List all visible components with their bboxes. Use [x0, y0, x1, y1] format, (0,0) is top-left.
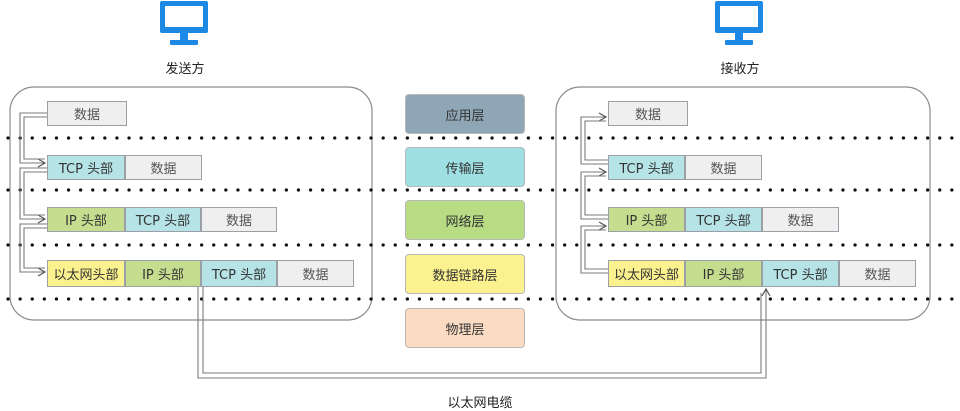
receiver-label: 接收方: [720, 62, 760, 77]
cable-line-inner: [202, 287, 762, 374]
decap-arrow-1-inner: [584, 120, 608, 161]
decap-arrow-3-inner: [584, 229, 608, 270]
layer-physical: 物理层: [405, 308, 525, 348]
sender-network-data: 数据: [201, 207, 277, 232]
encap-arrow-3-inner: [23, 227, 47, 269]
sender-app-data: 数据: [47, 101, 127, 126]
cable-label: 以太网电缆: [447, 396, 513, 411]
encap-arrow-3: [19, 223, 47, 277]
receiver-frame: [555, 86, 931, 321]
sender-link-tcp-header: TCP 头部: [201, 260, 277, 287]
receiver-transport-tcp-header: TCP 头部: [608, 155, 685, 180]
decap-arrow-2-inner: [584, 175, 608, 216]
sender-link-eth-header: 以太网头部: [47, 260, 125, 287]
sender-monitor-icon: [160, 1, 208, 45]
sender-frame: [9, 86, 373, 321]
encap-arrow-1: [19, 112, 47, 168]
receiver-link-data: 数据: [839, 260, 916, 287]
encap-arrow-1-inner: [23, 116, 47, 160]
receiver-transport-data: 数据: [685, 155, 762, 180]
cable-line-outer: [197, 287, 771, 379]
layer-network: 网络层: [405, 200, 525, 240]
encap-arrow-2: [19, 167, 47, 224]
sender-network-tcp-header: TCP 头部: [125, 207, 201, 232]
receiver-network-ip-header: IP 头部: [608, 207, 685, 232]
sender-label: 发送方: [165, 62, 205, 77]
receiver-network-tcp-header: TCP 头部: [685, 207, 762, 232]
receiver-link-eth-header: 以太网头部: [608, 260, 685, 287]
sender-link-ip-header: IP 头部: [125, 260, 201, 287]
layer-data-link: 数据链路层: [405, 254, 525, 294]
decap-arrow-1: [580, 112, 608, 165]
layer-transport: 传输层: [405, 147, 525, 187]
decap-arrow-3: [580, 221, 608, 274]
sender-transport-tcp-header: TCP 头部: [47, 155, 125, 180]
sender-transport-data: 数据: [125, 155, 202, 180]
encap-arrow-2-inner: [23, 171, 47, 216]
receiver-monitor-icon: [715, 1, 763, 45]
receiver-link-tcp-header: TCP 头部: [762, 260, 839, 287]
receiver-app-data: 数据: [608, 101, 688, 126]
decap-arrow-2: [580, 167, 608, 220]
receiver-link-ip-header: IP 头部: [685, 260, 762, 287]
layer-application: 应用层: [405, 94, 525, 134]
sender-network-ip-header: IP 头部: [47, 207, 125, 232]
sender-link-data: 数据: [277, 260, 354, 287]
receiver-network-data: 数据: [762, 207, 839, 232]
